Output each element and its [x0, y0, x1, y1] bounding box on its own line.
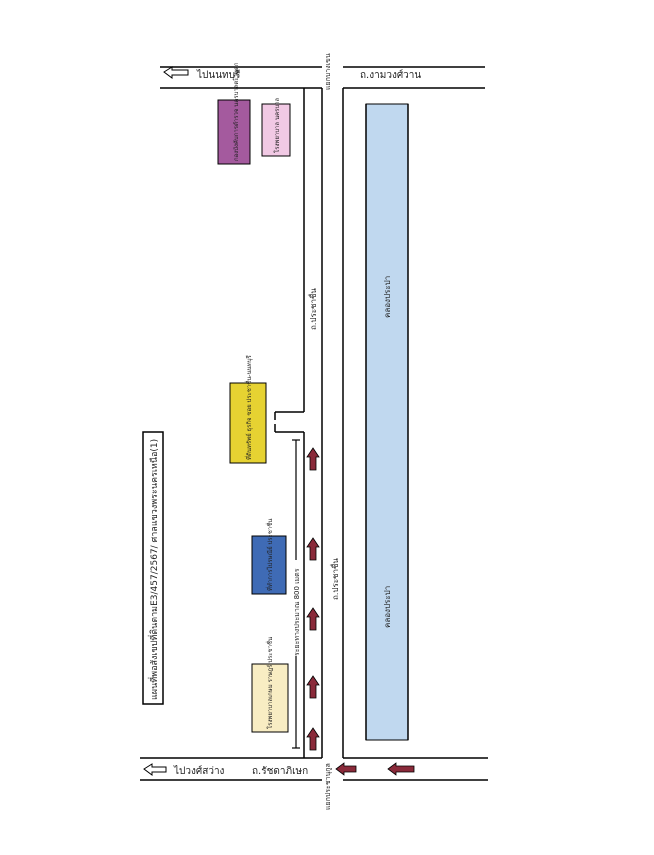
label-ngam-wong-wan-road: ถ.งามวงศ์วาน: [360, 69, 421, 81]
label-to-nonthaburi: ไปนนทบุรี: [196, 69, 241, 81]
landmark-police-station: กองบังคับการตำรวจ นครบาลตะวันตก: [217, 62, 251, 165]
direction-arrows: [306, 447, 320, 751]
distance-label: ระยะทางประมาณ 800 เมตร: [293, 568, 301, 656]
direction-arrow-1: [306, 447, 320, 471]
canal: คลองประปา คลองประปา: [365, 103, 409, 741]
bottom-road-arrow-1: [335, 762, 357, 776]
direction-arrow-3: [306, 607, 320, 631]
top-road: [160, 66, 485, 89]
landmark-police-label: กองบังคับการตำรวจ นครบาลตะวันตก: [233, 62, 240, 161]
title-text: แผนที่พอสังเขปที่ดินตามE3/457/2567/ ศาลแ…: [147, 439, 160, 700]
bottom-road-arrow-2: [387, 762, 415, 776]
prachachuen-road: [274, 88, 344, 758]
landmark-hospital-top: โรงพยาบาล นครบาล: [261, 98, 291, 157]
arrow-to-wong-sawang: [143, 763, 167, 776]
bottom-road: [140, 757, 488, 781]
landmark-post-office-label: ที่ทำการไปรษณีย์ ประชาชื่น: [266, 519, 274, 591]
direction-arrow-4: [306, 675, 320, 699]
landmark-hospital-bottom: โรงพยาบาลเกษม ราษฎร์ ประชาชื่น: [251, 637, 289, 733]
landmark-target-label: ที่ดินทรัพย์ ธุรกิจ ซอย ประชาชื่น-นนทบุร…: [245, 354, 253, 460]
direction-arrow-2: [306, 537, 320, 561]
landmark-hospital-bottom-label: โรงพยาบาลเกษม ราษฎร์ ประชาชื่น: [266, 637, 274, 729]
landmark-post-office: ที่ทำการไปรษณีย์ ประชาชื่น: [251, 519, 287, 595]
canal-label-top: คลองประปา: [383, 276, 392, 318]
landmark-target-property: ที่ดินทรัพย์ ธุรกิจ ซอย ประชาชื่น-นนทบุร…: [229, 354, 267, 464]
canal-label-bottom: คลองประปา: [383, 586, 392, 628]
label-to-wong-sawang: ไปวงศ์สว่าง: [173, 765, 225, 777]
label-prachachuen-mid: ถ.ประชาชื่น: [329, 558, 340, 600]
landmark-hospital-top-label: โรงพยาบาล นครบาล: [273, 98, 281, 153]
label-prachanukul-junction: แยกประชานุกูล: [324, 763, 332, 810]
label-prachachuen-top: ถ.ประชาชื่น: [307, 288, 318, 330]
distance-indicator: ระยะทางประมาณ 800 เมตร: [290, 439, 302, 749]
title-box: แผนที่พอสังเขปที่ดินตามE3/457/2567/ ศาลแ…: [142, 431, 164, 705]
direction-arrow-5: [306, 727, 320, 751]
label-ratchadaphisek-road: ถ.รัชดาภิเษก: [252, 766, 308, 777]
arrow-to-nonthaburi: [163, 66, 189, 79]
label-bang-khen-junction: แยกบางเขน: [324, 53, 332, 90]
